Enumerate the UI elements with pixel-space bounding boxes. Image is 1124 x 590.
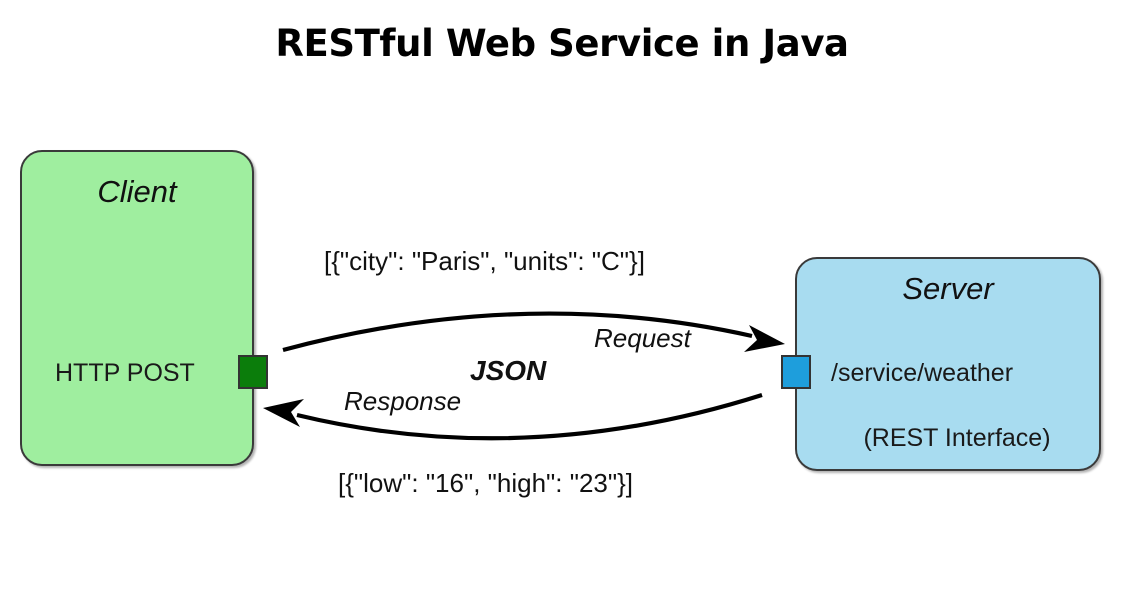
page-title: RESTful Web Service in Java <box>275 22 849 65</box>
client-http-method-label: HTTP POST <box>55 359 195 387</box>
server-interface-label: (REST Interface) <box>863 424 1051 452</box>
request-edge-label: Request <box>594 323 691 353</box>
response-payload-label: [{"low": "16", "high": "23"}] <box>338 468 634 498</box>
server-node-title: Server <box>902 271 994 306</box>
green-port-square-icon[interactable] <box>238 355 268 389</box>
client-node-title: Client <box>97 174 177 209</box>
server-node[interactable]: Server /service/weather (REST Interface) <box>795 257 1101 471</box>
client-node[interactable]: Client HTTP POST <box>20 150 254 466</box>
request-arrow-head-icon <box>744 325 785 352</box>
server-endpoint-path-label: /service/weather <box>831 359 1014 387</box>
request-payload-label: [{"city": "Paris", "units": "C"}] <box>324 246 645 276</box>
response-edge-label: Response <box>344 386 462 416</box>
blue-port-square-icon[interactable] <box>781 355 811 389</box>
protocol-format-label: JSON <box>470 355 547 386</box>
response-arrow-head-icon <box>263 399 304 427</box>
